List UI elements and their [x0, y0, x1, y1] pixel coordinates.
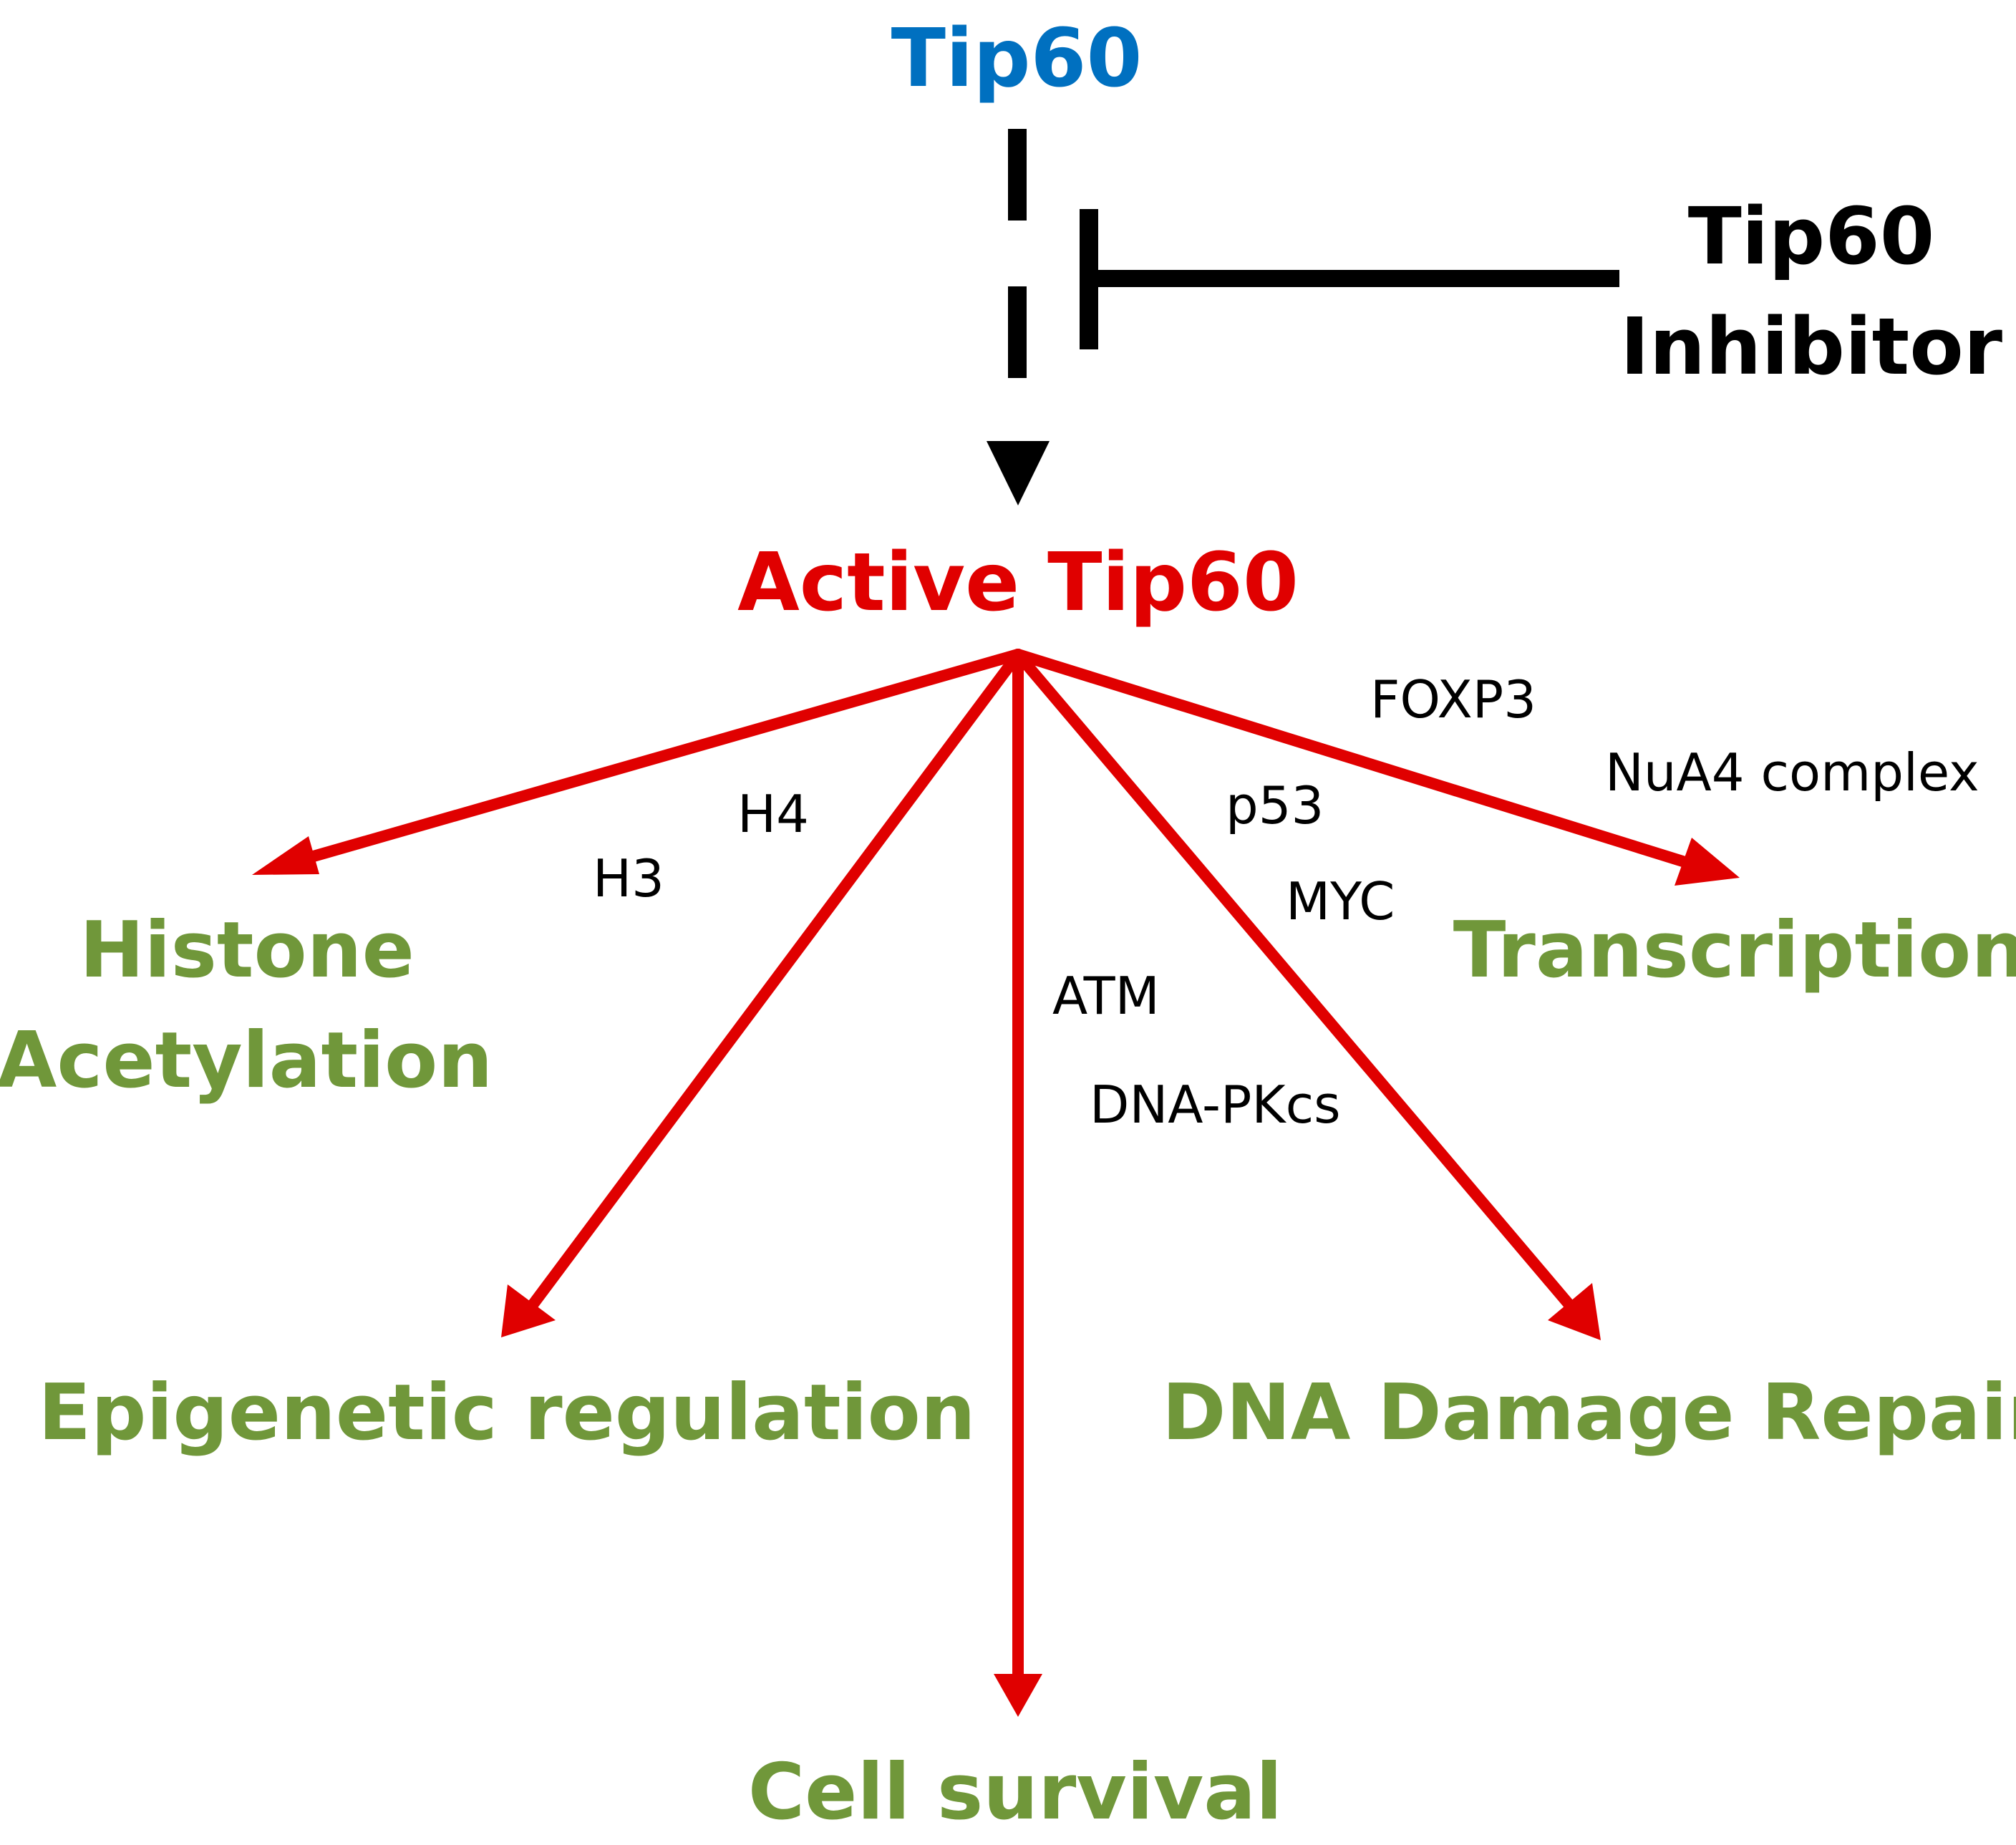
- target-h4-label: H4: [737, 784, 809, 844]
- target-myc-label: MYC: [1286, 871, 1395, 931]
- target-atm-label: ATM: [1052, 966, 1160, 1026]
- outcome-arrowheads: [252, 836, 1740, 1717]
- arrow-to-epigenetic-regulation: [524, 649, 1024, 1314]
- target-foxp3-label: FOXP3: [1370, 669, 1536, 730]
- arrowhead-transcription-icon: [1675, 838, 1740, 886]
- arrow-to-transcription: [1012, 649, 1695, 869]
- active-tip60-label: Active Tip60: [737, 536, 1299, 629]
- arrowhead-cell-survival-icon: [994, 1674, 1042, 1717]
- arrowhead-epigenetic-icon: [501, 1284, 556, 1337]
- outcome-dna-damage-repair: DNA Damage Repair: [1162, 1368, 2016, 1458]
- tip60-inhibitor-label-line2: Inhibitor: [1620, 301, 2002, 392]
- target-dna-pkcs-label: DNA-PKcs: [1090, 1075, 1341, 1135]
- outcome-arrows: [288, 649, 1695, 1680]
- activation-arrowhead-icon: [987, 441, 1050, 505]
- outcome-cell-survival: Cell survival: [748, 1748, 1282, 1837]
- inhibition-t-bar-icon: [1080, 209, 1619, 349]
- target-h3-label: H3: [593, 848, 664, 909]
- target-nua4-complex-label: NuA4 complex: [1605, 742, 1979, 803]
- target-p53-label: p53: [1226, 775, 1324, 836]
- arrowhead-dna-repair-icon: [1548, 1283, 1601, 1340]
- outcome-histone-acetylation-line2: Acetylation: [0, 1016, 493, 1105]
- tip60-source-label: Tip60: [891, 12, 1143, 105]
- arrow-to-histone-acetylation: [288, 649, 1024, 868]
- arrow-to-dna-damage-repair: [1012, 649, 1574, 1309]
- outcome-histone-acetylation-line1: Histone: [79, 906, 415, 995]
- outcome-transcription: Transcription: [1453, 906, 2016, 995]
- tip60-inhibitor-label-line1: Tip60: [1688, 190, 1935, 282]
- dashed-activation-line: [1008, 129, 1027, 378]
- outcome-epigenetic-regulation: Epigenetic regulation: [38, 1368, 975, 1458]
- arrowhead-histone-icon: [252, 836, 319, 875]
